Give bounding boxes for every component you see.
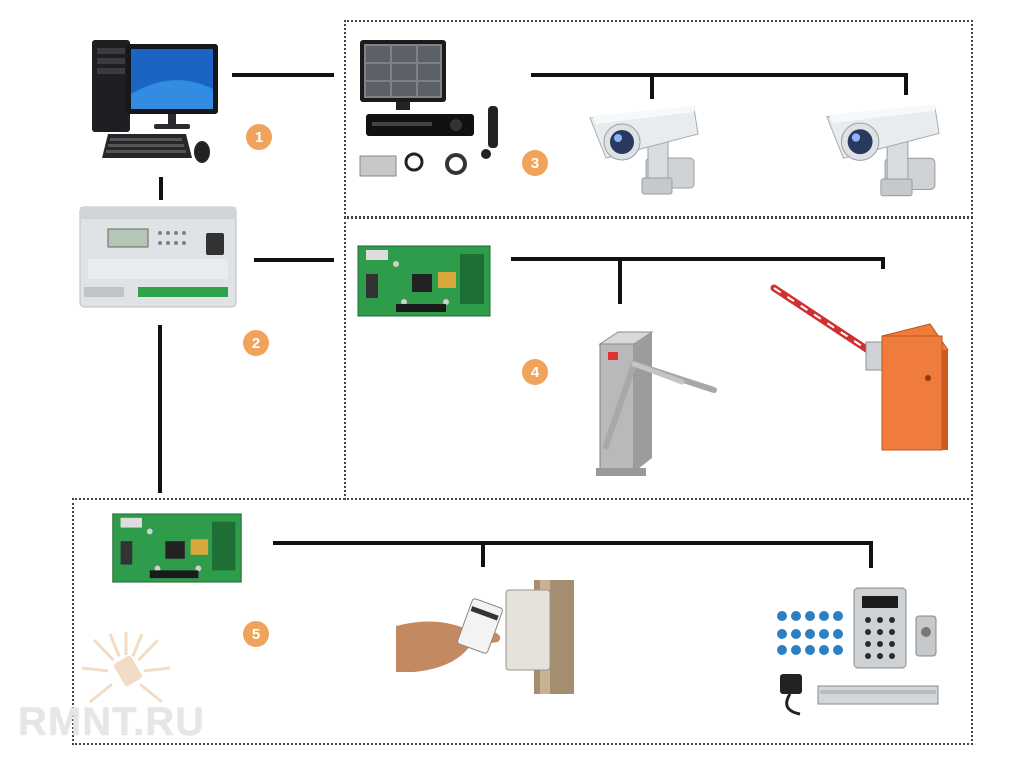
camera-icon [822, 96, 946, 204]
watermark-text: RMNT.RU [18, 700, 205, 744]
connector-camera2-drop [904, 73, 908, 95]
connector-keypad-drop [869, 541, 873, 568]
connector-barrier-drop [881, 257, 885, 269]
circuit-board-icon [356, 244, 492, 318]
connector-reader-drop [481, 541, 485, 567]
keypad-kit-icon [770, 586, 946, 720]
camera-icon [586, 98, 704, 202]
connector-controller-board [254, 258, 334, 262]
badge-1: 1 [246, 124, 272, 150]
turnstile-icon [586, 318, 720, 480]
card-reader-icon [394, 576, 580, 694]
sunburst-logo [76, 628, 176, 718]
badge-3: 3 [522, 150, 548, 176]
connector-pc-controller [159, 177, 163, 200]
connector-board-devices [511, 257, 885, 261]
barrier-gate-icon [770, 280, 952, 452]
circuit-board-icon [110, 512, 244, 584]
badge-5: 5 [243, 621, 269, 647]
dvr-icon [356, 36, 506, 184]
connector-dvr-cameras [531, 73, 907, 77]
connector-board2-devices [273, 541, 873, 545]
connector-turnstile-drop [618, 257, 622, 304]
badge-4: 4 [522, 359, 548, 385]
connector-camera1-drop [650, 73, 654, 99]
controller-icon [78, 203, 238, 311]
badge-2: 2 [243, 330, 269, 356]
connector-pc-dvr [232, 73, 334, 77]
connector-controller-down [158, 325, 162, 493]
computer-icon [88, 34, 220, 166]
door-access-group [72, 498, 973, 745]
